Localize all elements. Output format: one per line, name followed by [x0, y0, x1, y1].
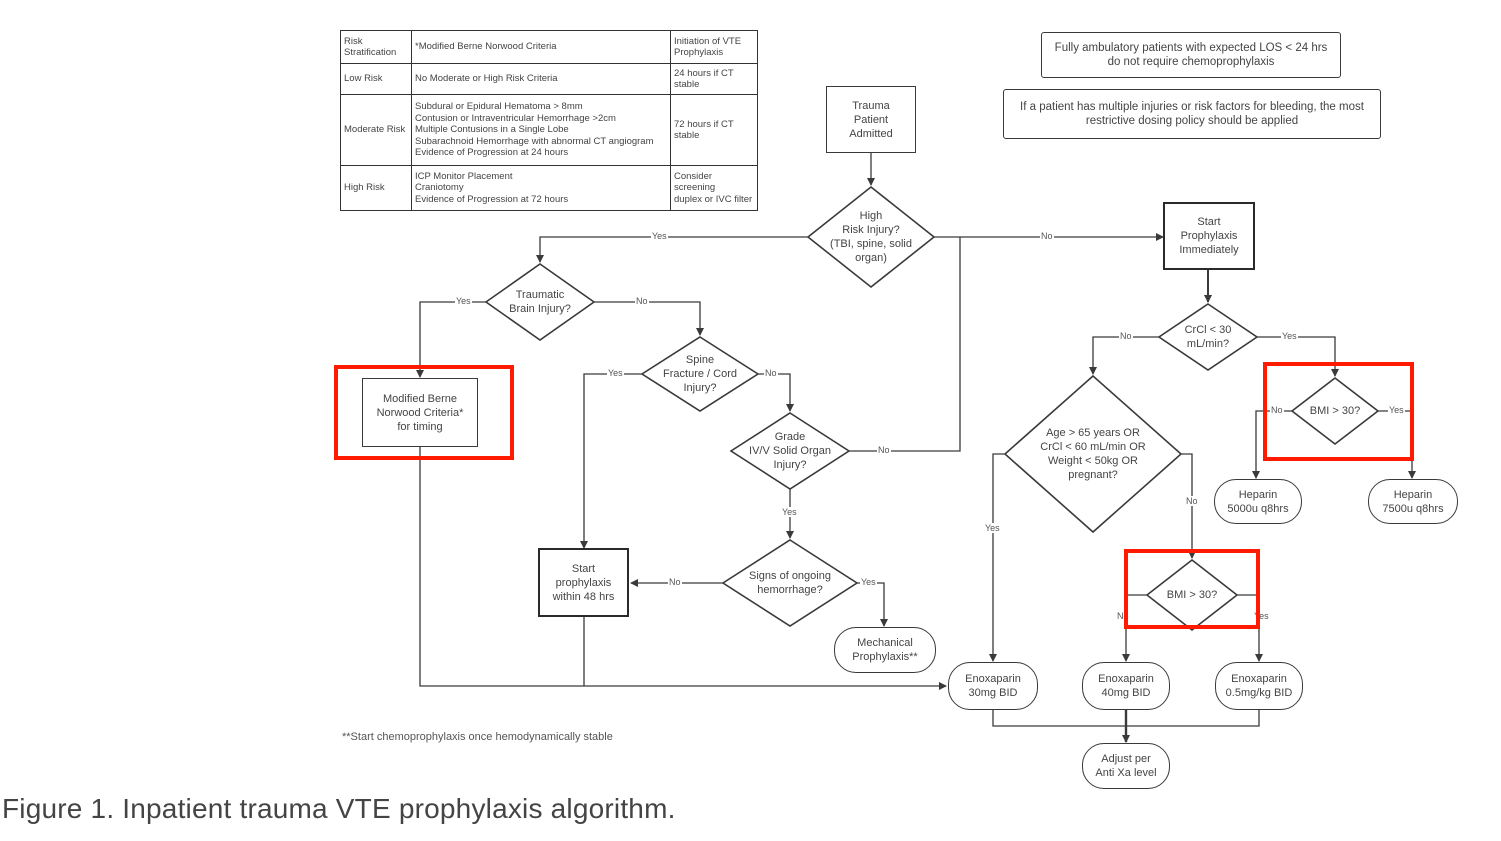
age-criteria-text: Age > 65 years OR CrCl < 60 mL/min OR We…	[1040, 427, 1146, 481]
table-header-row: Risk Stratification *Modified Berne Norw…	[340, 30, 758, 64]
table-cell: Low Risk	[340, 63, 412, 95]
high-risk-injury-diamond	[806, 185, 936, 289]
solid-organ-text: Grade IV/V Solid Organ Injury?	[749, 431, 831, 471]
start-48hrs-node: Start prophylaxis within 48 hrs	[538, 548, 629, 617]
edge-label-no: No	[1270, 405, 1284, 415]
table-header-cell: *Modified Berne Norwood Criteria	[411, 30, 671, 64]
bmi-enox-text: BMI > 30?	[1166, 589, 1218, 601]
footnote: **Start chemoprophylaxis once hemodynami…	[342, 731, 613, 743]
heparin-5000-node: Heparin 5000u q8hrs	[1214, 479, 1302, 524]
highlight-bmi-heparin	[1263, 362, 1414, 461]
adjust-anti-xa-node: Adjust per Anti Xa level	[1082, 743, 1170, 789]
table-cell: 24 hours if CT stable	[670, 63, 758, 95]
tbi-text: Traumatic Brain Injury?	[509, 289, 571, 315]
edge-label-yes: Yes	[1253, 611, 1270, 621]
table-header-cell: Risk Stratification	[340, 30, 412, 64]
table-cell: ICP Monitor Placement Craniotomy Evidenc…	[411, 165, 671, 211]
edge-label-no: No	[877, 445, 891, 455]
table-cell: No Moderate or High Risk Criteria	[411, 63, 671, 95]
table-cell: Subdural or Epidural Hematoma > 8mm Cont…	[411, 94, 671, 166]
bmi-heparin-diamond	[1290, 376, 1380, 446]
edge-label-no: No	[764, 368, 778, 378]
table-cell: Consider screening duplex or IVC filter	[670, 165, 758, 211]
ongoing-hemorrhage-text: Signs of ongoing hemorrhage?	[749, 570, 831, 596]
highlight-modified-berne	[334, 365, 514, 460]
edge-label-yes: Yes	[607, 368, 624, 378]
table-header-cell: Initiation of VTE Prophylaxis	[670, 30, 758, 64]
edge-label-no: No	[1185, 496, 1199, 506]
edge-label-yes: Yes	[984, 523, 1001, 533]
crcl-text: CrCl < 30 mL/min?	[1184, 324, 1232, 350]
edge-label-yes: Yes	[1281, 331, 1298, 341]
multiple-injuries-note: If a patient has multiple injuries or ri…	[1003, 89, 1381, 139]
ambulatory-note: Fully ambulatory patients with expected …	[1041, 32, 1341, 78]
table-cell: Moderate Risk	[340, 94, 412, 166]
heparin-7500-node: Heparin 7500u q8hrs	[1368, 479, 1458, 524]
trauma-admitted-node: Trauma Patient Admitted	[826, 86, 916, 153]
enoxaparin-30-node: Enoxaparin 30mg BID	[948, 662, 1038, 710]
enoxaparin-40-node: Enoxaparin 40mg BID	[1082, 662, 1170, 710]
edge-label-yes: Yes	[455, 296, 472, 306]
bmi-enox-diamond	[1145, 558, 1239, 632]
table-cell: 72 hours if CT stable	[670, 94, 758, 166]
age-criteria-diamond	[1003, 374, 1183, 534]
mechanical-prophylaxis-node: Mechanical Prophylaxis**	[834, 627, 936, 673]
highlight-bmi-enoxaparin	[1124, 549, 1260, 629]
edge-label-no: No	[1116, 611, 1130, 621]
edge-label-no: No	[1119, 331, 1133, 341]
berne-norwood-criteria-table: Risk Stratification *Modified Berne Norw…	[340, 30, 758, 211]
enoxaparin-05-node: Enoxaparin 0.5mg/kg BID	[1215, 662, 1303, 710]
edge-label-no: No	[668, 577, 682, 587]
edge-label-no: No	[1040, 231, 1054, 241]
edge-label-yes: Yes	[1388, 405, 1405, 415]
table-row: Low Risk No Moderate or High Risk Criter…	[340, 63, 758, 95]
figure-caption: Figure 1. Inpatient trauma VTE prophylax…	[2, 793, 676, 824]
crcl-diamond	[1157, 303, 1259, 371]
table-row: Moderate Risk Subdural or Epidural Hemat…	[340, 94, 758, 166]
edge-label-yes: Yes	[781, 507, 798, 517]
ongoing-hemorrhage-diamond	[721, 539, 859, 627]
table-cell: High Risk	[340, 165, 412, 211]
table-row: High Risk ICP Monitor Placement Cranioto…	[340, 165, 758, 211]
spine-fracture-diamond	[640, 336, 760, 412]
modified-berne-node: Modified Berne Norwood Criteria* for tim…	[362, 378, 478, 447]
spine-fracture-text: Spine Fracture / Cord Injury?	[663, 354, 737, 394]
edge-label-yes: Yes	[651, 231, 668, 241]
edge-label-no: No	[635, 296, 649, 306]
start-immediately-node: Start Prophylaxis Immediately	[1163, 202, 1255, 270]
tbi-diamond	[484, 263, 596, 341]
edge-label-yes: Yes	[860, 577, 877, 587]
bmi-heparin-text: BMI > 30?	[1309, 405, 1361, 417]
high-risk-injury-text: High Risk Injury? (TBI, spine, solid org…	[830, 210, 912, 264]
